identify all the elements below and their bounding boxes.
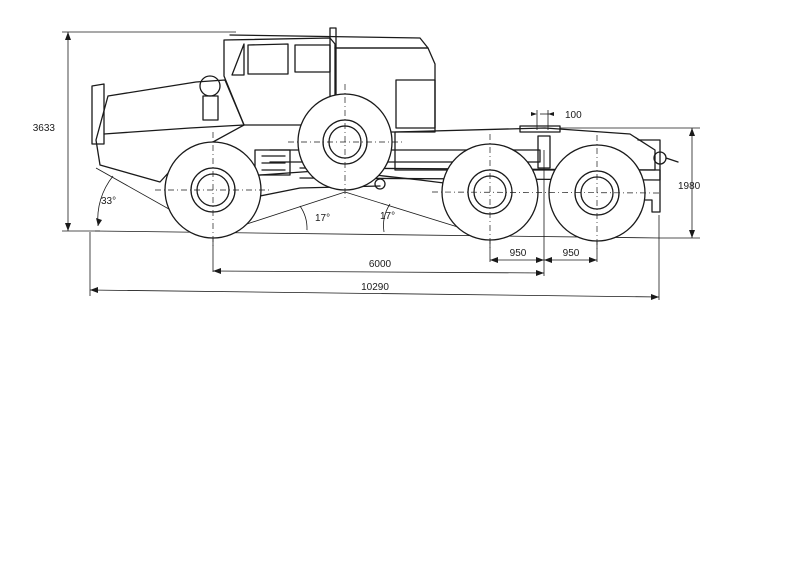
angle-ramp-rear: 17° bbox=[380, 211, 395, 222]
dim-height-overall: 3633 bbox=[33, 123, 56, 134]
dimension-lines bbox=[62, 31, 700, 300]
dim-fifth-wheel-height: 1980 bbox=[678, 181, 701, 192]
angle-ramp-front: 17° bbox=[315, 213, 330, 224]
dim-rear-axle-spacing-1: 950 bbox=[510, 248, 527, 259]
axle-centerlines bbox=[155, 84, 661, 250]
dim-wheelbase: 6000 bbox=[369, 259, 392, 270]
dim-kingpin-offset: 100 bbox=[565, 110, 582, 121]
angle-approach: 33° bbox=[101, 196, 116, 207]
dimension-labels: 3633 1980 100 6000 950 950 10290 33° 17°… bbox=[33, 110, 701, 293]
dim-overall-length: 10290 bbox=[361, 282, 389, 293]
dim-rear-axle-spacing-2: 950 bbox=[563, 248, 580, 259]
